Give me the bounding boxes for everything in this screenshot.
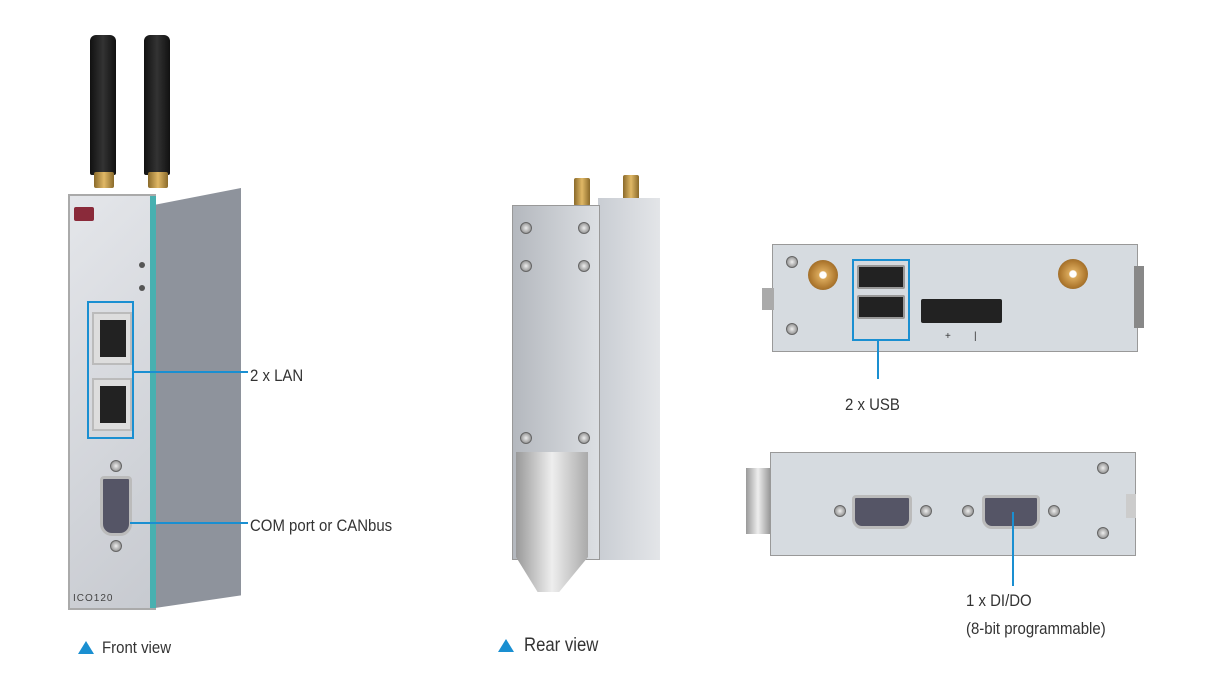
screw — [578, 432, 590, 444]
screw — [578, 222, 590, 234]
lan-label: 2 x LAN — [250, 366, 304, 385]
screw — [786, 256, 798, 268]
com-screw — [110, 540, 122, 552]
screw — [1097, 462, 1109, 474]
lan-highlight-box — [87, 301, 134, 439]
vga-port — [852, 495, 912, 529]
power-minus-label: | — [974, 331, 977, 342]
screw — [520, 260, 532, 272]
dio-label: 1 x DI/DO — [966, 591, 1032, 610]
front-view-caption: Front view — [102, 638, 172, 657]
lan-port-1 — [92, 312, 132, 365]
antenna-connector — [623, 175, 639, 203]
antenna-port — [1058, 259, 1088, 289]
power-plus-label: + — [945, 331, 951, 342]
lan-callout-line — [134, 371, 248, 373]
screw — [578, 260, 590, 272]
side-bracket — [1126, 494, 1136, 518]
usb-port-2 — [857, 295, 905, 319]
dio-callout-line — [1012, 512, 1014, 586]
screw — [1097, 527, 1109, 539]
led-indicator — [139, 262, 145, 268]
screw — [1048, 505, 1060, 517]
com-callout-line — [130, 522, 248, 524]
triangle-icon — [498, 639, 514, 652]
antenna-right — [144, 35, 170, 175]
side-bracket — [746, 468, 770, 534]
lan-port-2 — [92, 378, 132, 431]
din-rail-clip — [516, 452, 588, 592]
model-name: ICO120 — [73, 593, 114, 604]
brand-logo — [74, 207, 94, 221]
side-bracket — [762, 288, 774, 310]
usb-callout-line — [877, 341, 879, 379]
screw — [920, 505, 932, 517]
screw — [520, 222, 532, 234]
antenna-connector — [574, 178, 590, 206]
screw — [520, 432, 532, 444]
device-side-face — [155, 188, 241, 608]
antenna-left — [90, 35, 116, 175]
usb-label: 2 x USB — [845, 395, 900, 414]
screw — [834, 505, 846, 517]
com-port — [100, 476, 132, 536]
side-bracket — [1134, 266, 1144, 328]
usb-highlight-box — [852, 259, 910, 341]
screw — [786, 323, 798, 335]
antenna-port — [808, 260, 838, 290]
com-screw — [110, 460, 122, 472]
antenna-connector — [148, 172, 168, 188]
antenna-connector — [94, 172, 114, 188]
dio-port — [982, 495, 1040, 529]
led-indicator — [139, 285, 145, 291]
usb-port-1 — [857, 265, 905, 289]
com-label: COM port or CANbus — [250, 516, 393, 535]
rear-side-face — [598, 198, 660, 560]
rear-view-caption: Rear view — [524, 635, 599, 656]
teal-stripe — [150, 196, 156, 608]
dio-sublabel: (8-bit programmable) — [966, 619, 1106, 638]
screw — [962, 505, 974, 517]
power-terminal — [921, 299, 1002, 323]
bottom-panel-body — [770, 452, 1136, 556]
triangle-icon — [78, 641, 94, 654]
